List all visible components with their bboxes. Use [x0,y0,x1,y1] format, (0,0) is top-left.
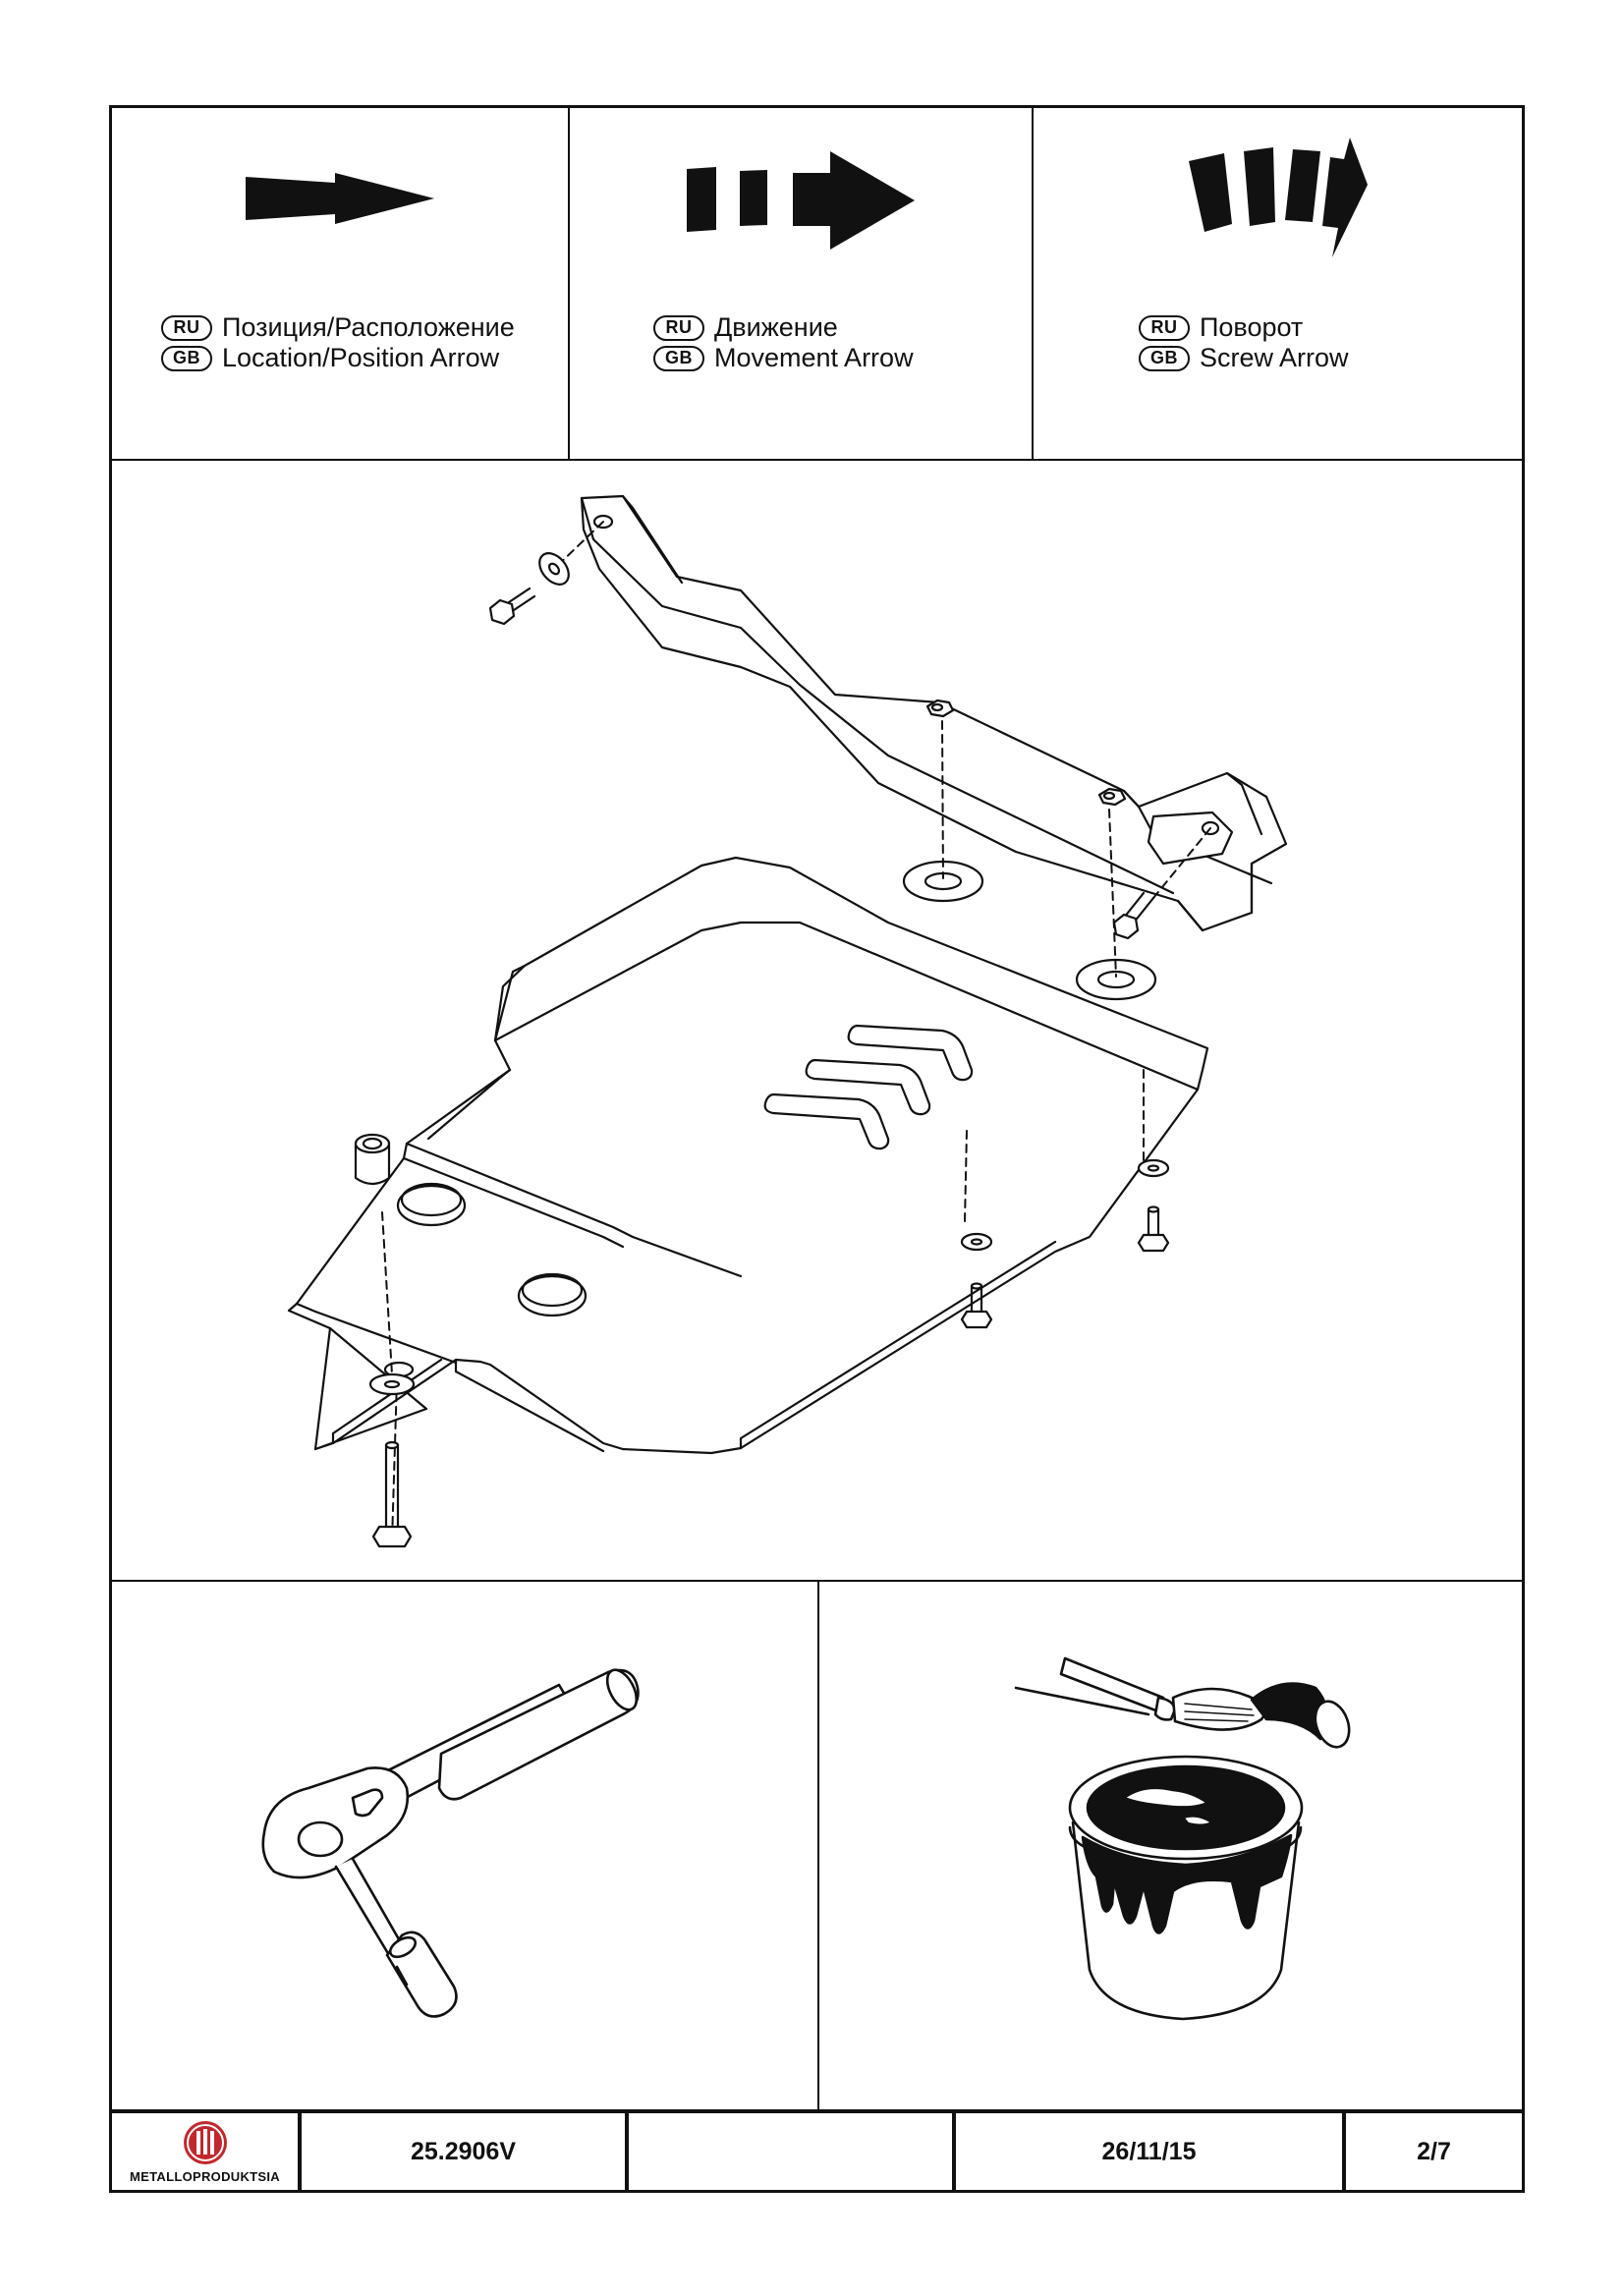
gb-badge: GB [161,345,212,371]
bracket-bolt [1112,891,1155,940]
paint-can-brush-icon [1014,1656,1351,2021]
title-block: METALLOPRODUKTSIA 25.2906V 26/11/15 2/7 [112,2113,1522,2190]
legend-movement-ru: Движение [714,312,838,342]
ru-badge: RU [161,314,212,341]
legend-screw: RU Поворот GB Screw Arrow [1032,108,1522,459]
tool-ratchet-cell [112,1582,817,2109]
gb-badge: GB [653,345,704,371]
instruction-sheet-frame: RU Позиция/Расположение GB Location/Positi… [109,105,1525,2193]
assembly-diagram-row [112,461,1522,1582]
gb-badge: GB [1139,345,1190,371]
legend-location-gb: Location/Position Arrow [222,343,500,372]
revision-date: 26/11/15 [952,2113,1342,2190]
movement-arrow-icon [570,142,1032,260]
spacer-bushing [354,1133,391,1186]
blank-field [625,2113,952,2190]
ru-badge: RU [653,314,704,341]
logo-text: METALLOPRODUKTSIA [130,2169,280,2184]
arrow-legend-row: RU Позиция/Расположение GB Location/Positi… [112,108,1522,461]
tools-row [112,1582,1522,2113]
legend-location-ru: Позиция/Расположение [222,312,515,342]
metalloproduktsia-logo-icon [183,2121,227,2164]
legend-screw-text: RU Поворот GB Screw Arrow [1139,312,1349,373]
legend-location-text: RU Позиция/Расположение GB Location/Positi… [161,312,515,373]
mounting-bracket [580,494,1288,932]
tool-paint-cell [817,1582,1524,2109]
side-bolt-washers [960,1158,1170,1329]
ratchet-wrench-icon [261,1668,640,2018]
skid-plate [287,856,1209,1455]
ru-badge: RU [1139,314,1190,341]
legend-movement-text: RU Движение GB Movement Arrow [653,312,914,373]
part-number: 25.2906V [298,2113,625,2190]
page-number: 2/7 [1342,2113,1522,2190]
skid-plate-assembly-diagram [287,494,1288,1548]
legend-location: RU Позиция/Расположение GB Location/Positi… [112,108,568,459]
screw-arrow-icon [1034,138,1522,260]
top-bolt-washer [488,552,570,626]
legend-screw-ru: Поворот [1200,312,1304,342]
logo-cell: METALLOPRODUKTSIA [112,2113,298,2190]
legend-movement: RU Движение GB Movement Arrow [568,108,1032,459]
location-arrow-icon [112,142,568,260]
front-long-bolt [368,1372,416,1548]
legend-screw-gb: Screw Arrow [1200,343,1349,372]
legend-movement-gb: Movement Arrow [714,343,914,372]
